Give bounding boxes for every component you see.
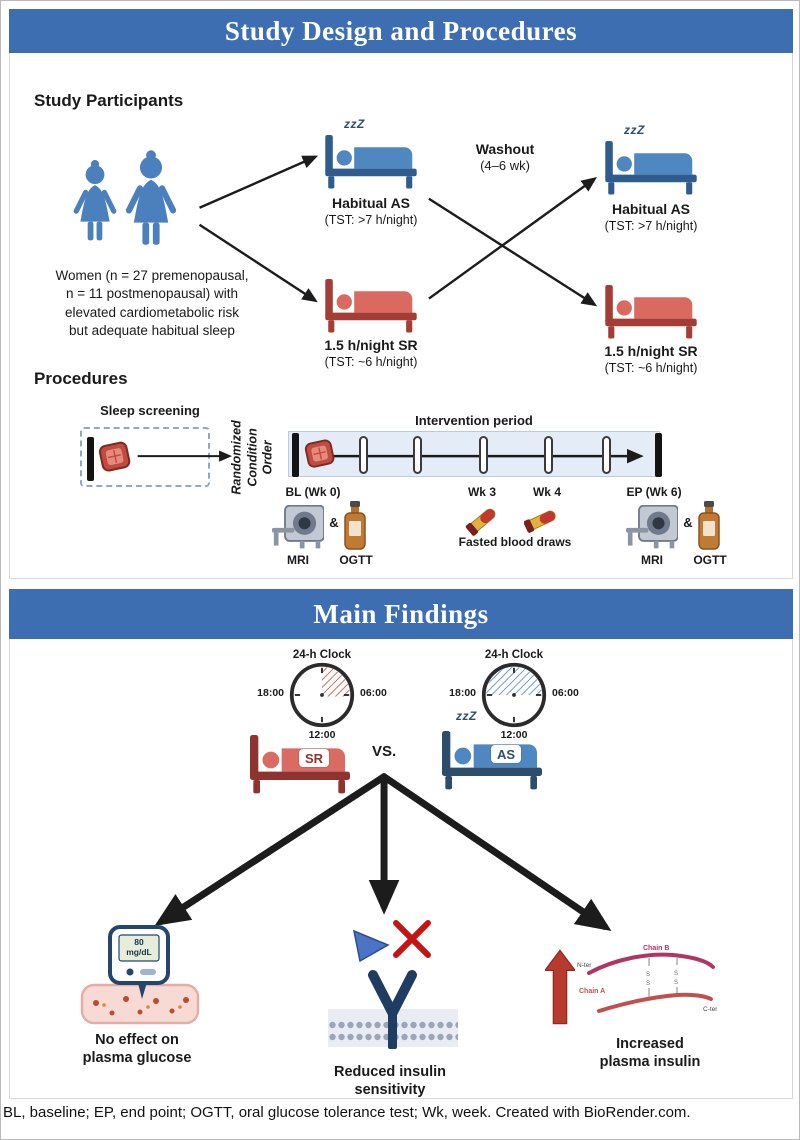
washout-label: Washout: [475, 141, 535, 157]
arm-as1-tst: (TST: >7 h/night): [324, 213, 418, 227]
sleep-zzz-icon: zzZ: [624, 123, 645, 137]
bed-icon-habitual-as-1: [325, 135, 417, 190]
timeline-tick: [359, 436, 368, 474]
study-design-banner: Study Design and Procedures: [9, 9, 793, 53]
result-glucose: No effect on plasma glucose: [82, 1032, 192, 1067]
clock-time-morning: 06:00: [552, 687, 579, 699]
main-findings-panel: 24-h Clock 18:00 06:00 12:00 24-h Clock: [9, 639, 793, 1099]
timeline-tick: [602, 436, 611, 474]
timeline-tick: [479, 436, 488, 474]
woman-icon-2: [124, 149, 178, 262]
result-insulin: Increased plasma insulin: [599, 1036, 701, 1071]
clock-label: 24-h Clock: [292, 649, 352, 661]
arm-sr1-label: 1.5 h/night SR: [324, 337, 418, 353]
bed-icon-habitual-as-2: [605, 141, 697, 196]
abbreviations-caption: BL, baseline; EP, end point; OGTT, oral …: [3, 1104, 691, 1121]
bed-icon-sr-1: [325, 279, 417, 334]
mri-scanner-icon: [626, 505, 678, 549]
intervention-band: [288, 431, 660, 477]
insulin-molecule-icon: Chain B N-ter Chain A C-ter S S S S: [577, 945, 717, 1013]
glucose-meter-reading: 80 mg/dL: [126, 937, 152, 958]
vs-label: VS.: [372, 743, 397, 760]
sleep-zzz-icon: zzZ: [344, 117, 365, 131]
arm-as1-label: Habitual AS: [331, 195, 411, 211]
actigraph-icon: [304, 439, 335, 468]
ogtt-bottle-icon: [344, 501, 366, 550]
clock-sr-icon: [289, 662, 355, 728]
screening-start-bar: [87, 437, 94, 481]
study-design-title: Study Design and Procedures: [224, 15, 578, 46]
ampersand-label: &: [683, 515, 693, 530]
as-condition-badge: AS: [491, 745, 521, 763]
disulfide-s-label: S: [674, 980, 678, 986]
washout-duration: (4–6 wk): [480, 158, 530, 173]
clock-time-evening: 18:00: [257, 687, 284, 699]
clock-as-icon: [481, 662, 547, 728]
main-findings-banner: Main Findings: [9, 589, 793, 639]
clock-time-morning: 06:00: [360, 687, 387, 699]
participants-heading: Study Participants: [34, 91, 184, 110]
mri-scanner-icon: [272, 505, 324, 549]
main-findings-title: Main Findings: [313, 598, 489, 629]
procedures-heading: Procedures: [34, 369, 128, 388]
chain-a-label: Chain A: [579, 988, 605, 995]
ampersand-label: &: [329, 515, 339, 530]
endpoint-bar: [655, 433, 662, 477]
blood-tube-icon: [465, 508, 496, 536]
glucose-meter-icon: [80, 925, 200, 1025]
ogtt-bottle-icon: [698, 501, 720, 550]
mri-label: MRI: [287, 553, 309, 567]
timepoint-bl: BL (Wk 0): [285, 485, 341, 499]
timepoint-wk4: Wk 4: [532, 485, 561, 499]
chain-b-label: Chain B: [643, 945, 669, 952]
study-design-panel: Study Participants Women (n = 27 premeno…: [9, 53, 793, 579]
clock-label: 24-h Clock: [484, 649, 544, 661]
arm-sr1-tst: (TST: ~6 h/night): [324, 355, 418, 369]
increase-arrow-icon: [545, 949, 575, 1025]
sleep-zzz-icon: zzZ: [456, 709, 477, 723]
mri-label: MRI: [641, 553, 663, 567]
clock-time-noon: 12:00: [500, 729, 528, 741]
blood-tube-icon: [524, 510, 556, 533]
participants-description: Women (n = 27 premenopausal, n = 11 post…: [55, 268, 249, 339]
disulfide-s-label: S: [646, 972, 650, 978]
sr-condition-badge: SR: [299, 749, 329, 767]
baseline-bar: [292, 433, 299, 477]
timeline-tick: [544, 436, 553, 474]
fasted-blood-draws-label: Fasted blood draws: [458, 535, 572, 549]
disulfide-s-label: S: [646, 981, 650, 987]
timepoint-ep: EP (Wk 6): [626, 485, 682, 499]
woman-icon-1: [72, 159, 118, 255]
c-terminus-label: C-ter: [703, 1006, 717, 1013]
arm-sr2-label: 1.5 h/night SR: [604, 343, 698, 359]
ogtt-label: OGTT: [339, 553, 373, 567]
timeline-tick: [413, 436, 422, 474]
actigraph-icon: [98, 441, 131, 472]
bed-icon-sr-2: [605, 285, 697, 340]
clock-time-evening: 18:00: [449, 687, 476, 699]
sleep-screening-label: Sleep screening: [100, 403, 200, 418]
arm-as2-tst: (TST: >7 h/night): [604, 219, 698, 233]
timepoint-wk3: Wk 3: [467, 485, 496, 499]
arm-as2-label: Habitual AS: [611, 201, 691, 217]
arm-sr2-tst: (TST: ~6 h/night): [604, 361, 698, 375]
clock-time-noon: 12:00: [308, 729, 336, 741]
intervention-period-label: Intervention period: [415, 413, 533, 428]
result-sensitivity: Reduced insulin sensitivity: [334, 1064, 446, 1099]
insulin-receptor-icon: [328, 920, 458, 1049]
n-terminus-label: N-ter: [577, 962, 592, 969]
ogtt-label: OGTT: [693, 553, 727, 567]
disulfide-s-label: S: [674, 971, 678, 977]
